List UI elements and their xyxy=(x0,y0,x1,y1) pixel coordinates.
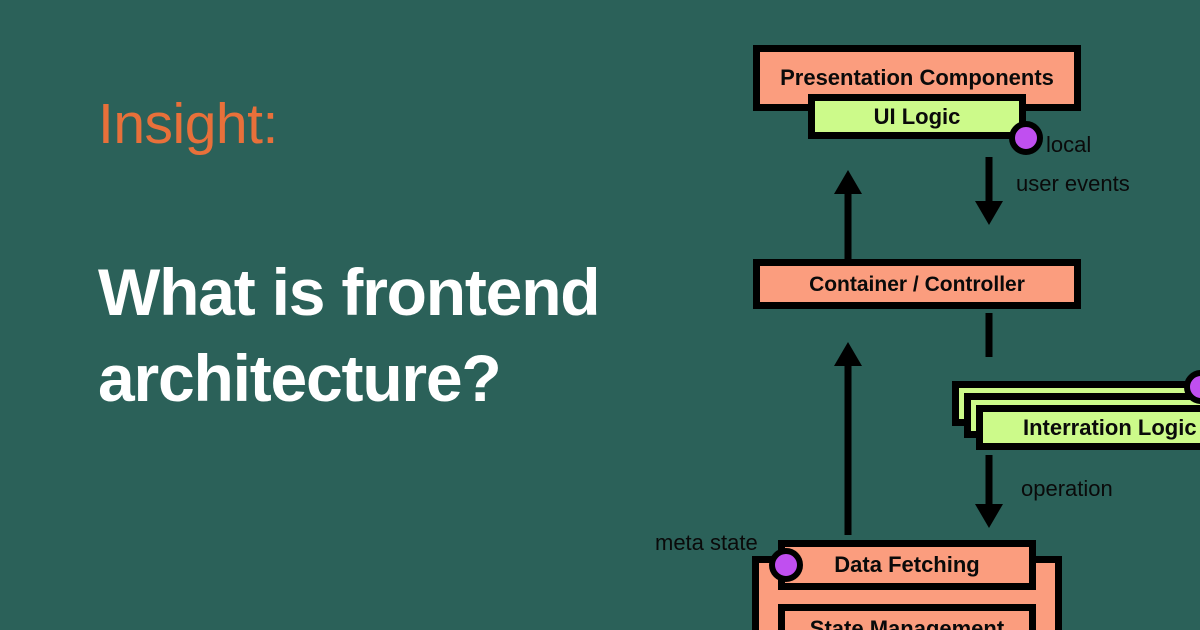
edge-label-user-events: user events xyxy=(1016,171,1130,196)
arrow-container-to-interaction xyxy=(970,313,1010,383)
local-state-dot-icon xyxy=(1009,121,1043,155)
interaction-dot-icon xyxy=(1184,370,1200,404)
node-data-fetching[interactable]: Data Fetching xyxy=(778,540,1036,590)
arrow-container-to-presentation xyxy=(829,168,869,260)
node-container-controller[interactable]: Container / Controller xyxy=(753,259,1081,309)
node-state-management[interactable]: State Management xyxy=(778,604,1036,630)
eyebrow-label: Insight: xyxy=(98,92,278,156)
arrow-data-to-container xyxy=(829,340,869,535)
node-ui-logic[interactable]: UI Logic xyxy=(808,94,1026,139)
edge-label-local: local xyxy=(1046,132,1092,157)
arrow-ui-logic-to-container xyxy=(970,157,1010,227)
arrow-interaction-to-data xyxy=(970,455,1010,530)
meta-state-dot-icon xyxy=(769,548,803,582)
node-interaction-logic[interactable]: Interration Logic xyxy=(976,405,1200,450)
page-title: What is frontend architecture? xyxy=(98,255,601,415)
edge-label-operation: operation xyxy=(1021,476,1113,501)
edge-label-meta-state: meta state xyxy=(655,530,758,555)
slide-text-block: Insight: xyxy=(98,96,678,153)
